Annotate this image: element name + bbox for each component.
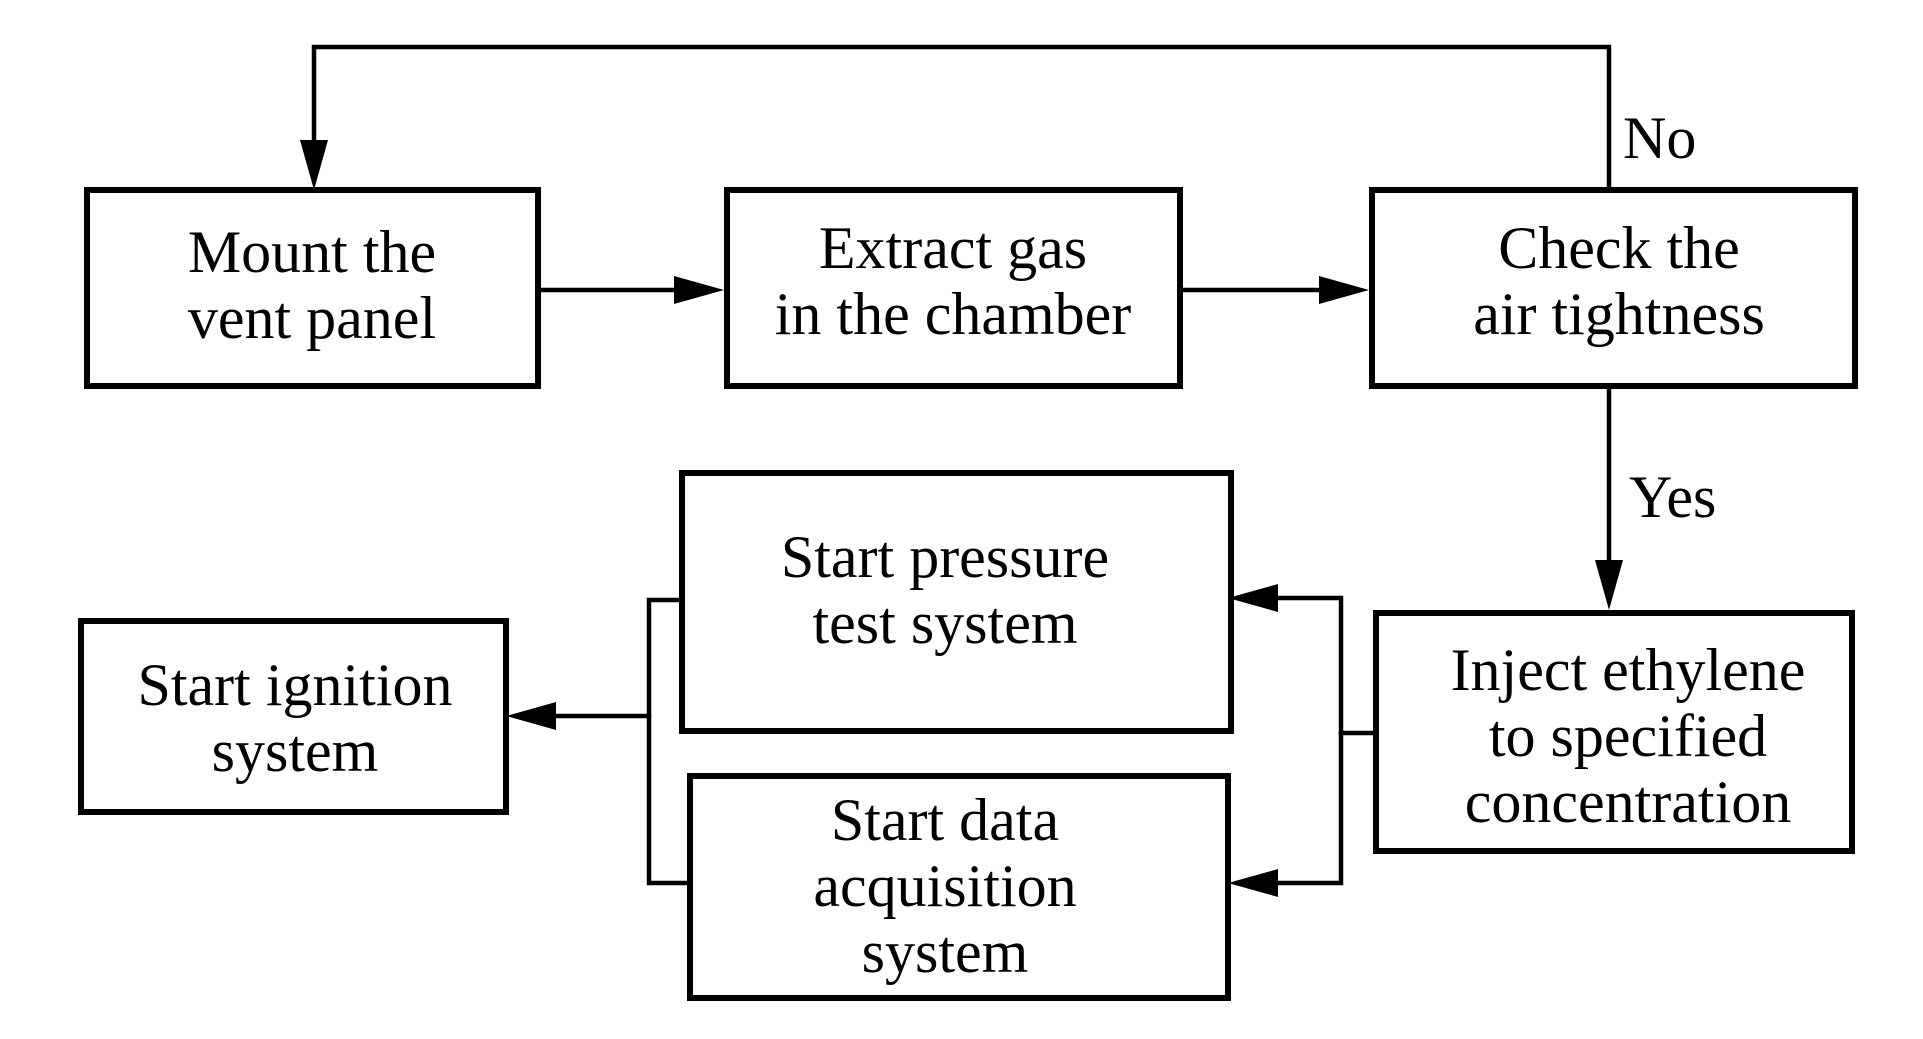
node-pressure-line2: test system xyxy=(813,590,1078,656)
node-mount-line1: Mount the xyxy=(188,219,436,285)
yes-arrowhead xyxy=(1595,560,1623,610)
node-pressure-line1: Start pressure xyxy=(781,524,1109,590)
yes-condition-label: Yes xyxy=(1629,464,1716,530)
node-extract-line1: Extract gas xyxy=(819,215,1087,281)
extract-to-check-arrowhead xyxy=(1319,276,1369,304)
to-daq-arrowhead xyxy=(1228,869,1278,897)
node-start-pressure-test: Start pressure test system xyxy=(679,470,1234,734)
node-check-air-tightness: Check the air tightness xyxy=(1369,187,1858,389)
node-ignition-line2: system xyxy=(212,718,379,784)
node-daq-line3: system xyxy=(862,919,1029,985)
node-mount-vent-panel: Mount the vent panel xyxy=(84,187,541,389)
node-mount-line2: vent panel xyxy=(188,285,436,351)
mount-to-extract-arrowhead xyxy=(674,276,724,304)
node-inject-line1: Inject ethylene xyxy=(1451,637,1806,703)
merge-bus xyxy=(646,597,690,886)
no-condition-label: No xyxy=(1623,105,1696,171)
no-loop-arrowhead xyxy=(300,140,328,190)
node-ignition-line1: Start ignition xyxy=(138,652,453,718)
node-inject-line3: concentration xyxy=(1465,769,1792,835)
node-inject-line2: to specified xyxy=(1489,703,1767,769)
node-check-line1: Check the xyxy=(1498,215,1740,281)
to-ignition-arrowhead xyxy=(506,702,556,730)
connectors xyxy=(300,44,1623,897)
node-start-data-acquisition: Start data acquisition system xyxy=(687,773,1231,1001)
node-inject-ethylene: Inject ethylene to specified concentrati… xyxy=(1373,610,1855,854)
node-extract-gas: Extract gas in the chamber xyxy=(724,187,1183,389)
no-loop-connector xyxy=(311,44,1612,193)
node-start-ignition: Start ignition system xyxy=(78,618,509,815)
to-pressure-arrowhead xyxy=(1228,584,1278,612)
node-check-line2: air tightness xyxy=(1473,281,1765,347)
node-daq-line2: acquisition xyxy=(813,853,1076,919)
node-daq-line1: Start data xyxy=(831,787,1059,853)
inject-split-bus xyxy=(1261,595,1344,886)
node-extract-line2: in the chamber xyxy=(775,281,1132,347)
